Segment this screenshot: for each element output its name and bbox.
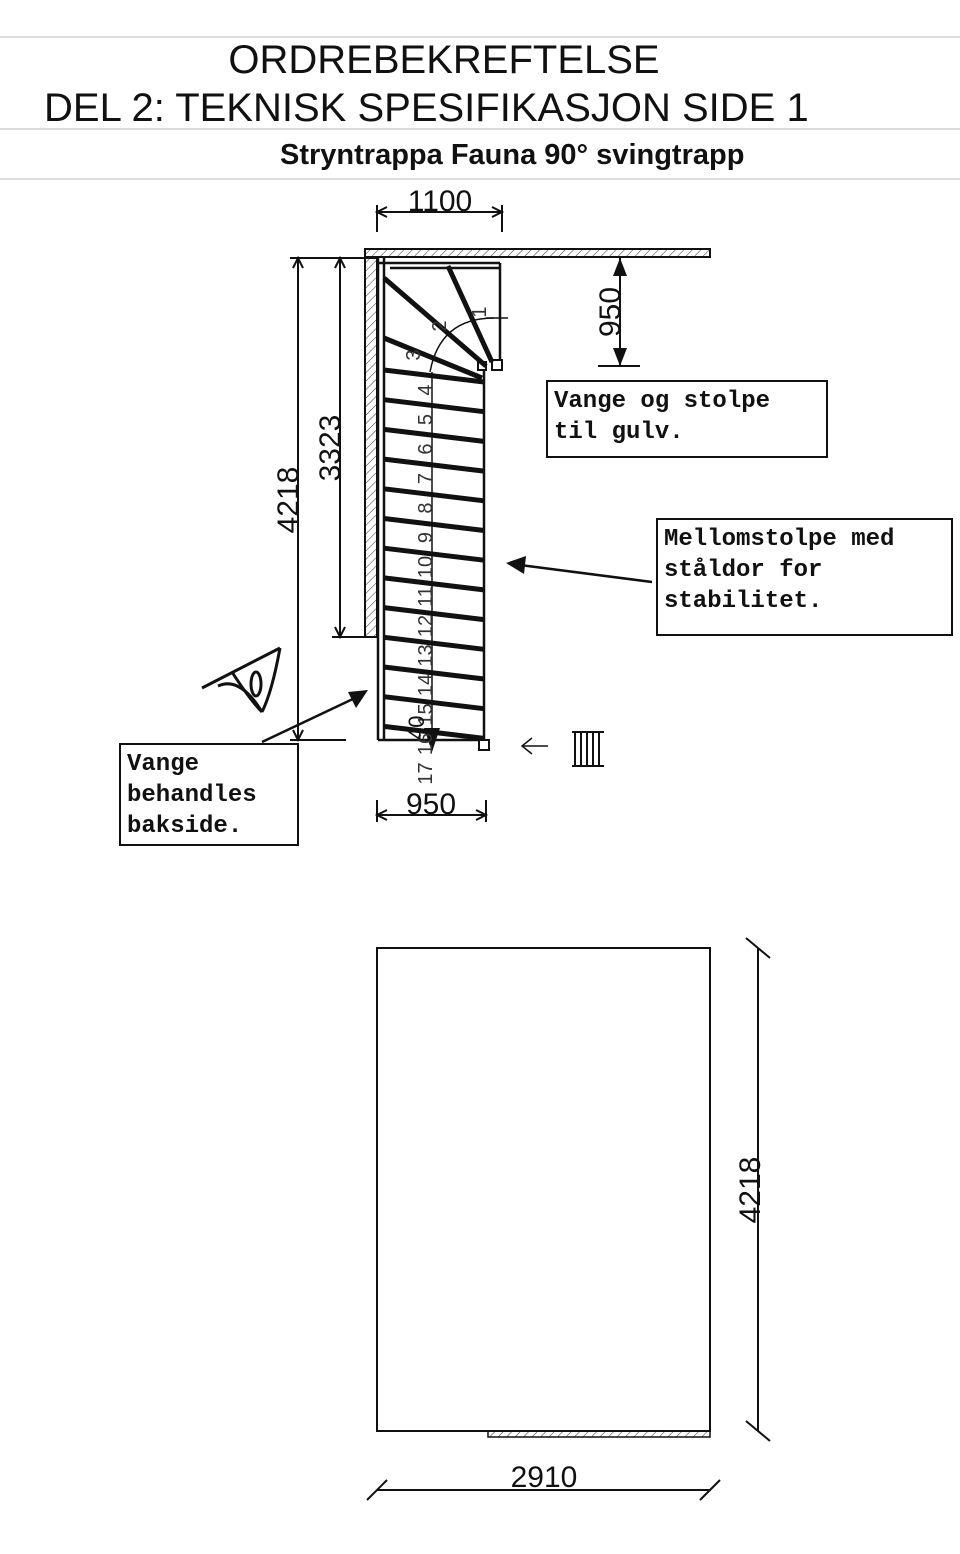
dim-total-length-label: 4218	[272, 467, 305, 534]
tread	[383, 397, 485, 415]
dim-top-width	[374, 205, 505, 232]
dim-landing-depth-label: 950	[594, 287, 627, 337]
room-threshold	[487, 1430, 711, 1438]
tread	[383, 367, 485, 385]
note-vange-og-stolpe: Vange og stolpe til gulv.	[546, 380, 828, 458]
page-title-line2: DEL 2: TEKNISK SPESIFIKASJON SIDE 1	[44, 86, 809, 130]
step-number: 8	[415, 502, 437, 513]
dim-bottom-width	[374, 800, 489, 822]
upper-floor-edge	[364, 248, 711, 258]
walk-line-arc	[429, 317, 495, 373]
room-outline	[376, 947, 711, 1432]
step-number: 2	[429, 320, 451, 331]
walk-line-arrow	[424, 728, 440, 752]
tread	[383, 664, 485, 682]
dim-top-width-label: 1100	[408, 185, 473, 218]
step-number: 16	[415, 733, 437, 755]
dim-room-width	[366, 1479, 721, 1501]
tread	[383, 486, 485, 504]
newel-post-bottom	[478, 739, 490, 751]
step-number: 17	[415, 762, 437, 784]
railing-icon	[572, 731, 604, 767]
tread	[383, 575, 485, 593]
leader-vange-behandles	[261, 690, 368, 744]
newel-post-top	[491, 359, 503, 371]
dim-landing-depth	[598, 258, 640, 367]
step-number: 5	[415, 414, 437, 425]
step-number: 4	[415, 384, 437, 395]
page-title: ORDREBEKREFTELSE	[228, 38, 660, 82]
header-mid-rule	[0, 128, 960, 130]
dim-total-length	[290, 255, 377, 743]
header-bottom-rule	[0, 178, 960, 180]
dim-room-height	[745, 937, 771, 1442]
step-number: 6	[415, 443, 437, 454]
dim-room-width-label: 2910	[511, 1461, 578, 1494]
header-top-rule	[0, 36, 960, 38]
step-number: 1	[469, 306, 491, 317]
tread	[383, 605, 485, 623]
dim-wall-length-label: 3323	[314, 415, 347, 482]
step-number: 13	[415, 644, 437, 666]
step-number: 10	[415, 556, 437, 578]
leader-mellomstolpe	[506, 556, 653, 584]
tread	[383, 545, 485, 563]
tread	[383, 456, 485, 474]
dim-room-height-label: 4218	[734, 1157, 767, 1224]
tread	[383, 516, 485, 533]
step-number: 9	[415, 532, 437, 543]
dim-wall-length	[332, 255, 377, 640]
note-mellomstolpe: Mellomstolpe med ståldor for stabilitet.	[656, 518, 953, 636]
dim-bottom-width-label: 950	[406, 788, 456, 821]
product-subtitle: Stryntrappa Fauna 90° svingtrapp	[280, 139, 745, 171]
tread	[383, 634, 485, 652]
room-plan: 4218 2910	[366, 937, 771, 1501]
tread	[383, 694, 485, 712]
start-label: 40	[404, 716, 429, 740]
step-number: 12	[415, 615, 437, 637]
wall-stringer	[364, 256, 378, 638]
step-number: 14	[415, 674, 437, 696]
step-number: 11	[415, 586, 437, 607]
step-number: 3	[403, 349, 425, 360]
tread	[383, 426, 485, 444]
note-vange-behandles: Vange behandles bakside.	[119, 743, 299, 846]
eye-icon	[201, 646, 282, 714]
view-arrow-icon	[520, 737, 548, 755]
step-number: 7	[415, 473, 437, 484]
step-number: 15	[415, 703, 437, 725]
